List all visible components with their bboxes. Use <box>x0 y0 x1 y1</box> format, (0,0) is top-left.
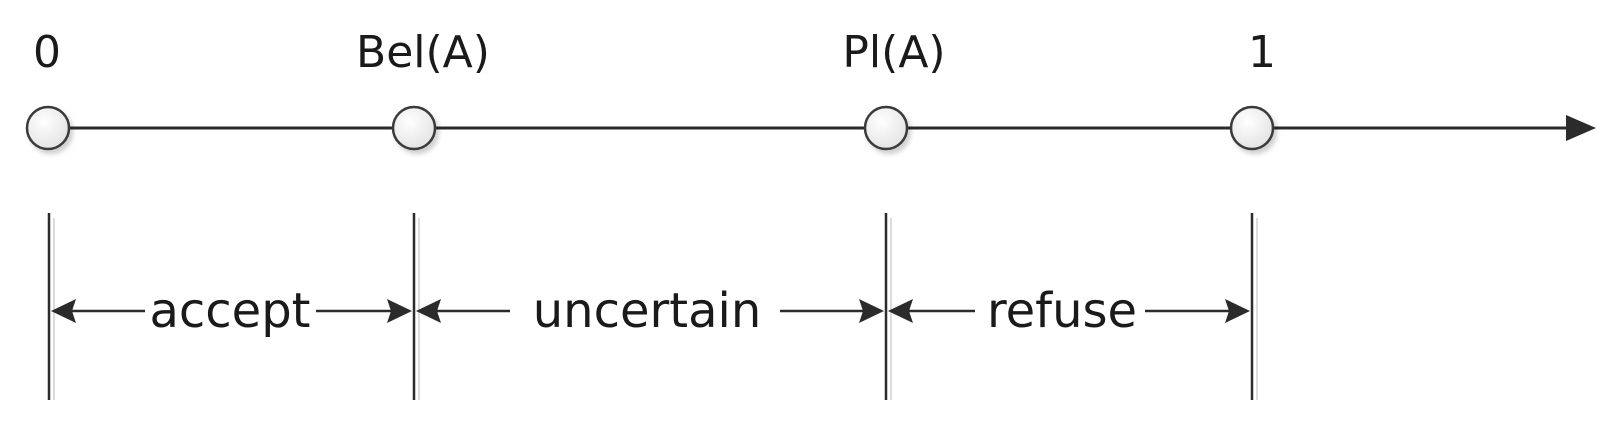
label-bel-a: Bel(A) <box>356 27 490 78</box>
boundary-line-shadows <box>53 218 1258 400</box>
arrow-right-icon <box>387 299 412 323</box>
arrow-right-icon <box>1225 299 1250 323</box>
axis-point-1 <box>1229 105 1275 151</box>
interval-refuse: refuse <box>888 283 1250 339</box>
boundary-lines <box>47 213 1254 400</box>
interval-label-accept: accept <box>149 283 310 339</box>
interval-accept: accept <box>51 283 412 339</box>
axis-point-pl <box>863 105 909 151</box>
arrow-left-icon <box>888 299 913 323</box>
arrow-left-icon <box>416 299 441 323</box>
label-pl-a: Pl(A) <box>842 27 945 78</box>
interval-label-uncertain: uncertain <box>533 283 762 339</box>
interval-label-refuse: refuse <box>987 283 1137 339</box>
label-one: 1 <box>1248 27 1276 78</box>
axis-point-0 <box>25 105 71 151</box>
interval-uncertain: uncertain <box>416 283 884 339</box>
label-zero: 0 <box>33 27 61 78</box>
axis-point-bel <box>391 105 437 151</box>
arrow-right-icon <box>859 299 884 323</box>
arrow-left-icon <box>51 299 76 323</box>
number-line-axis <box>48 115 1596 141</box>
axis-arrowhead-icon <box>1566 115 1596 141</box>
